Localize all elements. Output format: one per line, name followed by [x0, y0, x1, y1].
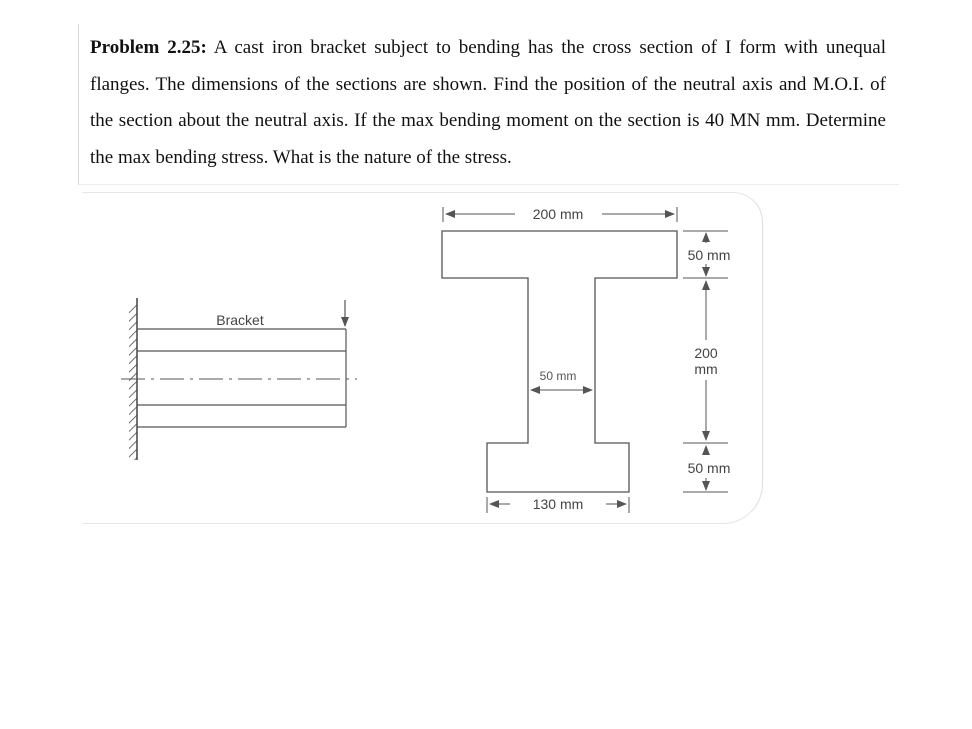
figure-card: [82, 192, 763, 524]
bottom-flange-thickness-label: 50 mm: [688, 460, 731, 476]
web-height-unit: mm: [694, 361, 717, 377]
top-flange-thickness-label: 50 mm: [688, 247, 731, 263]
wall-hatch: [129, 305, 137, 460]
bracket-label: Bracket: [216, 312, 264, 328]
problem-body: A cast iron bracket subject to bending h…: [90, 37, 886, 168]
bottom-flange-width-label: 130 mm: [533, 496, 584, 512]
problem-card: [78, 24, 899, 185]
top-flange-width-label: 200 mm: [533, 206, 584, 222]
bracket-side-view: Bracket: [121, 298, 357, 460]
problem-statement: Problem 2.25: A cast iron bracket subjec…: [90, 30, 886, 176]
web-height-value: 200: [694, 345, 718, 361]
i-section: 200 mm 50 mm 200 mm 50 mm 50 mm 130 mm: [441, 206, 731, 513]
problem-heading: Problem 2.25:: [90, 37, 207, 58]
web-thickness-label: 50 mm: [540, 369, 577, 383]
